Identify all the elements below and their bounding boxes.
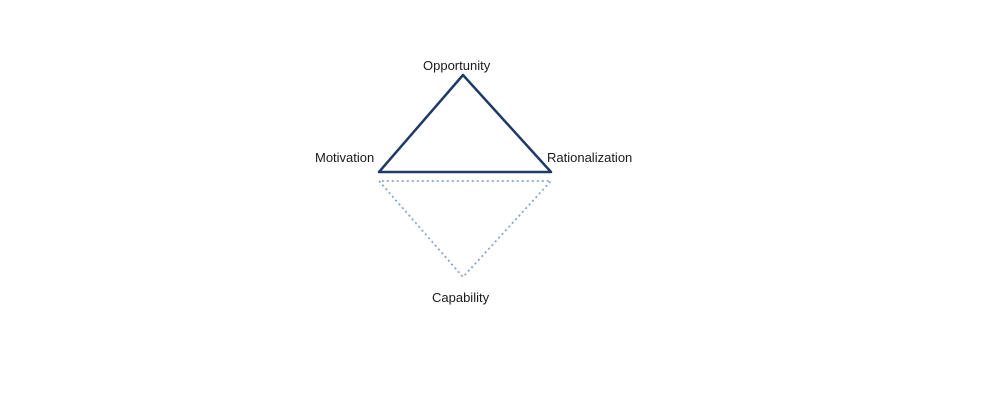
node-label-motivation: Motivation bbox=[315, 150, 375, 165]
node-label-rationalization: Rationalization bbox=[547, 150, 633, 165]
node-label-opportunity: Opportunity bbox=[423, 58, 491, 73]
node-label-capability: Capability bbox=[432, 290, 490, 305]
dotted-triangle bbox=[378, 180, 554, 279]
solid-triangle bbox=[377, 73, 553, 174]
